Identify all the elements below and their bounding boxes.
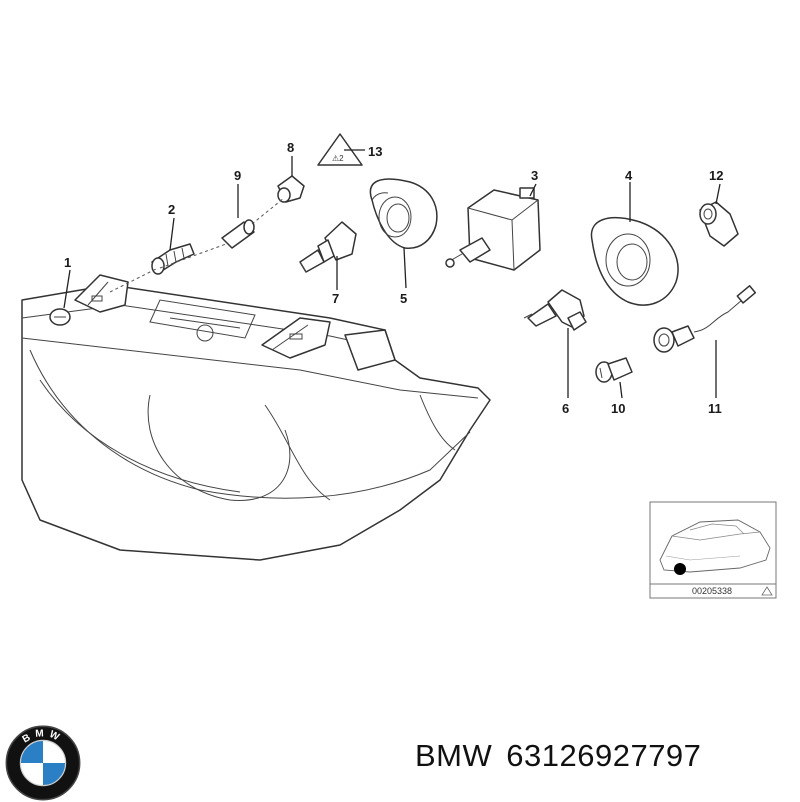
car-thumbnail (659, 519, 771, 575)
callout-6: 6 (562, 401, 569, 416)
callout-11: 11 (708, 401, 722, 416)
part-caption: BMW 63126927797 (415, 738, 701, 774)
location-marker (674, 563, 686, 575)
callout-7: 7 (332, 291, 339, 306)
logo-quadrant-br (43, 763, 66, 786)
part-9-socket (221, 219, 255, 249)
part-10-bulb (595, 357, 633, 383)
callout-2: 2 (168, 202, 175, 217)
callout-numbers: 1 2 3 4 5 6 7 8 9 10 11 12 13 (64, 140, 723, 416)
logo-quadrant-tl (20, 740, 43, 763)
part-3-ignitor (445, 187, 541, 271)
caption-part-number: 63126927797 (506, 738, 702, 773)
leader-lines (63, 149, 721, 399)
callout-5: 5 (400, 291, 407, 306)
callout-9: 9 (234, 168, 241, 183)
inset-code: 00205338 (692, 586, 732, 596)
part-11-harness (653, 285, 757, 353)
warning-mini-icon (761, 586, 773, 596)
svg-text:⚠2: ⚠2 (332, 154, 344, 163)
part-8-bulb (277, 175, 305, 203)
callout-12: 12 (709, 168, 723, 183)
part-5-ring (369, 178, 438, 249)
part-12-socket (699, 201, 739, 247)
callout-4: 4 (625, 168, 633, 183)
callout-3: 3 (531, 168, 538, 183)
callout-8: 8 (287, 140, 294, 155)
part-2-clip (151, 243, 195, 275)
part-7-bulb (299, 221, 357, 273)
location-inset: 00205338 (649, 501, 777, 599)
callout-10: 10 (611, 401, 625, 416)
caption-brand: BMW (415, 738, 493, 773)
part-4-ring (590, 217, 679, 306)
callout-1: 1 (64, 255, 71, 270)
bmw-logo-icon: BMW (5, 725, 81, 801)
callout-13: 13 (368, 144, 382, 159)
headlight-housing (21, 274, 491, 561)
part-6-bulb (523, 289, 587, 331)
